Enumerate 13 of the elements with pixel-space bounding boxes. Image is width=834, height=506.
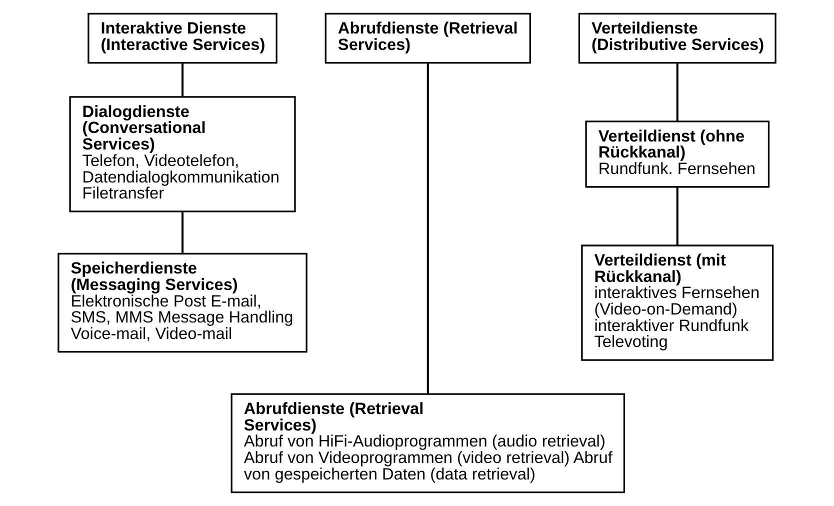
connector (676, 187, 678, 246)
node-box: Speicherdienste (Messaging Services) Elektronische Post E-mail, SMS, MMS Message Handling Voice-mail, Video-mail (58, 252, 308, 353)
node-box: Verteildienste (Distributive Services) (578, 12, 776, 64)
node-box: Verteildienst (ohne Rückkanal) Rundfunk. Fernsehen (585, 120, 770, 188)
connector (426, 63, 429, 394)
connector (676, 63, 678, 122)
connector (182, 212, 184, 254)
node-box: Verteildienst (mit Rückkanal) interaktives Fernsehen (Video-on-Demand) interaktiver Rundfunk Televoting (581, 244, 774, 361)
connector (182, 63, 184, 97)
node-box: Dialogdienste (Conversational Services) Telefon, Videotelefon, Datendialogkommunikation Filetransfer (69, 96, 296, 212)
node-box: Interaktive Dienste (Interactive Services) (88, 12, 278, 64)
node-box: Abrufdienste (Retrieval Services) (324, 12, 531, 64)
node-box: Abrufdienste (Retrieval Services) Abruf von HiFi-Audioprogrammen (audio retrieval) Abruf von Videoprogrammen (video retrieval) Abruf von gespeicherten Daten (data retrieval) (230, 393, 626, 494)
